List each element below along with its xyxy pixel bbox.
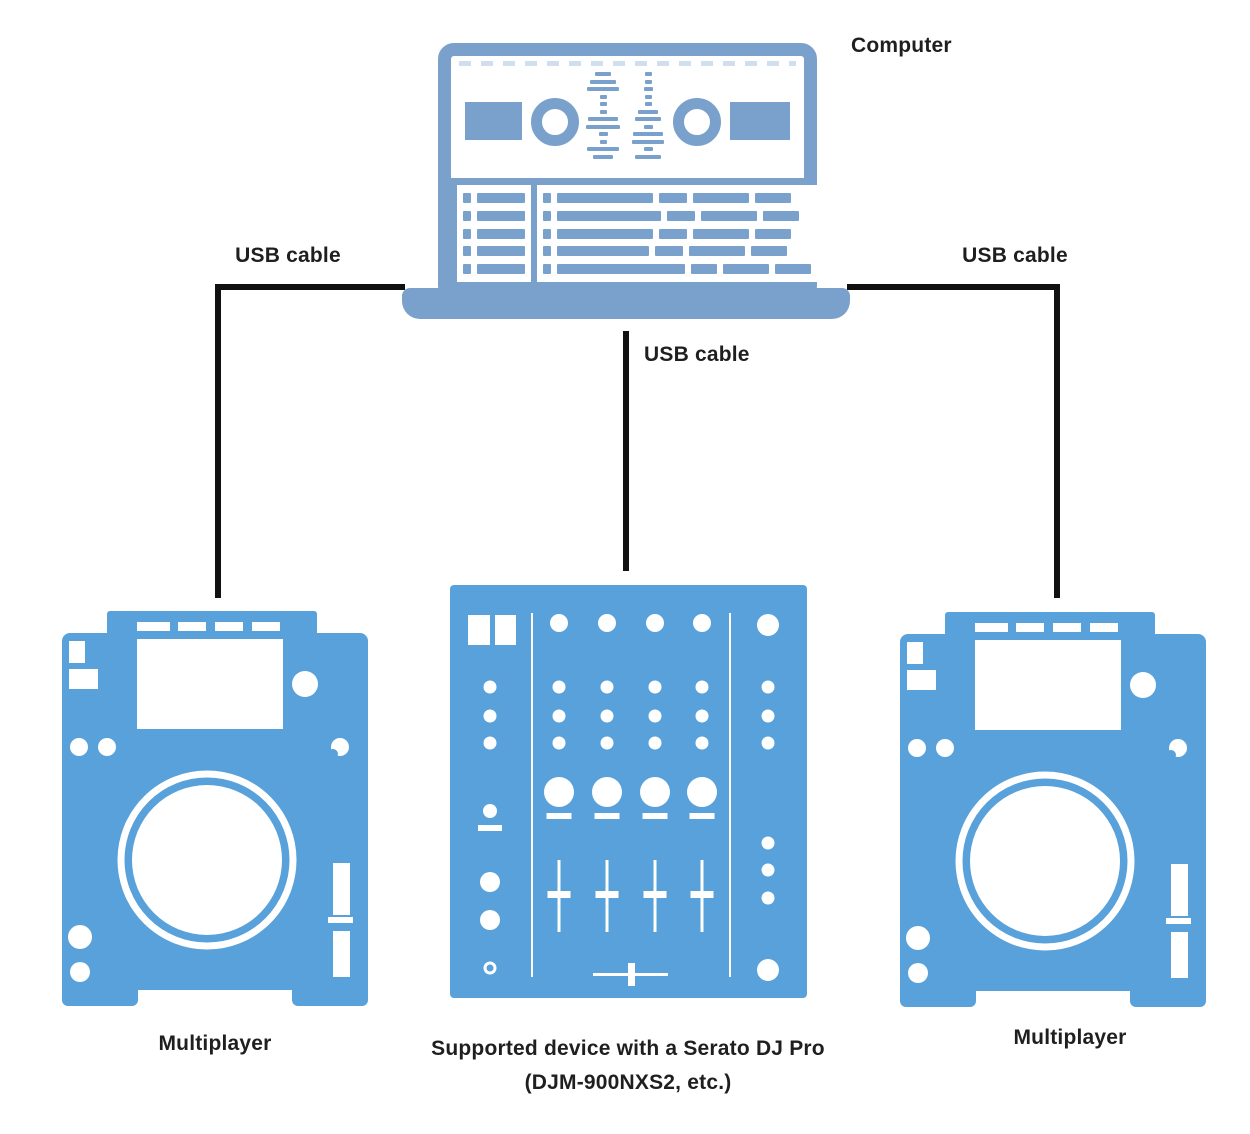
browse-knob-icon — [1130, 672, 1156, 698]
deck-jog-right-icon — [673, 98, 721, 146]
multiplayer-bottom-controls — [906, 864, 1191, 983]
multiplayer-right-label: Multiplayer — [1013, 1026, 1127, 1049]
mixer-caption-line2: (DJM-900NXS2, etc.) — [524, 1071, 732, 1094]
multiplayer-right-svg — [900, 612, 1206, 1007]
crossfader-icon — [593, 963, 668, 986]
mixer-channel-4 — [687, 614, 717, 932]
laptop-icon — [438, 43, 817, 302]
mixer-channel-3 — [640, 614, 670, 932]
mixer-channel-1 — [544, 614, 574, 932]
multiplayer-controls — [907, 623, 1187, 757]
channel-fader-icon — [547, 891, 571, 898]
pitch-fader-track-icon — [1171, 864, 1188, 916]
jog-wheel-ring-icon — [955, 771, 1135, 951]
multiplayer-controls — [69, 622, 349, 756]
deck-panel-left-icon — [465, 102, 522, 140]
multiplayer-left-svg — [62, 611, 368, 1006]
waveform-right-icon — [630, 72, 666, 159]
jog-wheel-icon — [132, 785, 282, 935]
pitch-fader-handle-icon — [328, 917, 353, 923]
channel-fader-icon — [690, 891, 714, 898]
multiplayer-left-label: Multiplayer — [158, 1032, 272, 1055]
mixer-channel-2 — [592, 614, 622, 932]
multiplayer-bottom-controls — [68, 863, 353, 982]
multiplayer-display — [975, 640, 1121, 730]
usb-cable-left-label: USB cable — [235, 244, 341, 267]
mixer-caption: Supported device with a Serato DJ Pro (D… — [378, 1032, 878, 1100]
browse-knob-icon — [292, 671, 318, 697]
usb-cable-right-label: USB cable — [962, 244, 1068, 267]
mixer-left-section — [468, 613, 533, 977]
jog-wheel-ring-icon — [117, 770, 297, 950]
channel-fader-icon — [595, 891, 619, 898]
knob-notch — [328, 749, 338, 759]
usb-cable-left-horizontal — [215, 284, 405, 290]
multiplayer-left-icon — [62, 611, 368, 1006]
knob-notch — [1166, 750, 1176, 760]
tracklist-left-icon — [457, 185, 531, 282]
waveform-left-icon — [585, 72, 621, 159]
dj-mixer-icon — [450, 585, 807, 998]
mixer-body — [450, 585, 807, 998]
dj-mixer-svg — [450, 585, 807, 998]
tracklist-right-icon — [537, 185, 817, 282]
usb-cable-right-horizontal — [847, 284, 1060, 290]
multiplayer-right-icon — [900, 612, 1206, 1007]
mixer-right-section — [729, 613, 779, 981]
channel-fader-icon — [643, 891, 667, 898]
usb-cable-left-vertical — [215, 284, 221, 598]
multiplayer-display — [137, 639, 283, 729]
pitch-fader-track-icon — [333, 863, 350, 915]
computer-label: Computer — [851, 34, 952, 57]
multiplayer-foot-right — [292, 977, 368, 1006]
multiplayer-foot-left — [62, 977, 138, 1006]
deck-jog-left-icon — [531, 98, 579, 146]
mixer-caption-line1: Supported device with a Serato DJ Pro — [431, 1037, 825, 1060]
laptop-base — [402, 288, 850, 319]
jog-wheel-icon — [970, 786, 1120, 936]
pitch-fader-handle-icon — [1166, 918, 1191, 924]
laptop-menu-dashes — [459, 61, 796, 66]
deck-panel-right-icon — [730, 102, 790, 140]
usb-cable-right-vertical — [1054, 284, 1060, 598]
usb-cable-center-label: USB cable — [644, 343, 750, 366]
tracklist-section — [451, 178, 817, 289]
usb-cable-center-vertical — [623, 331, 629, 571]
